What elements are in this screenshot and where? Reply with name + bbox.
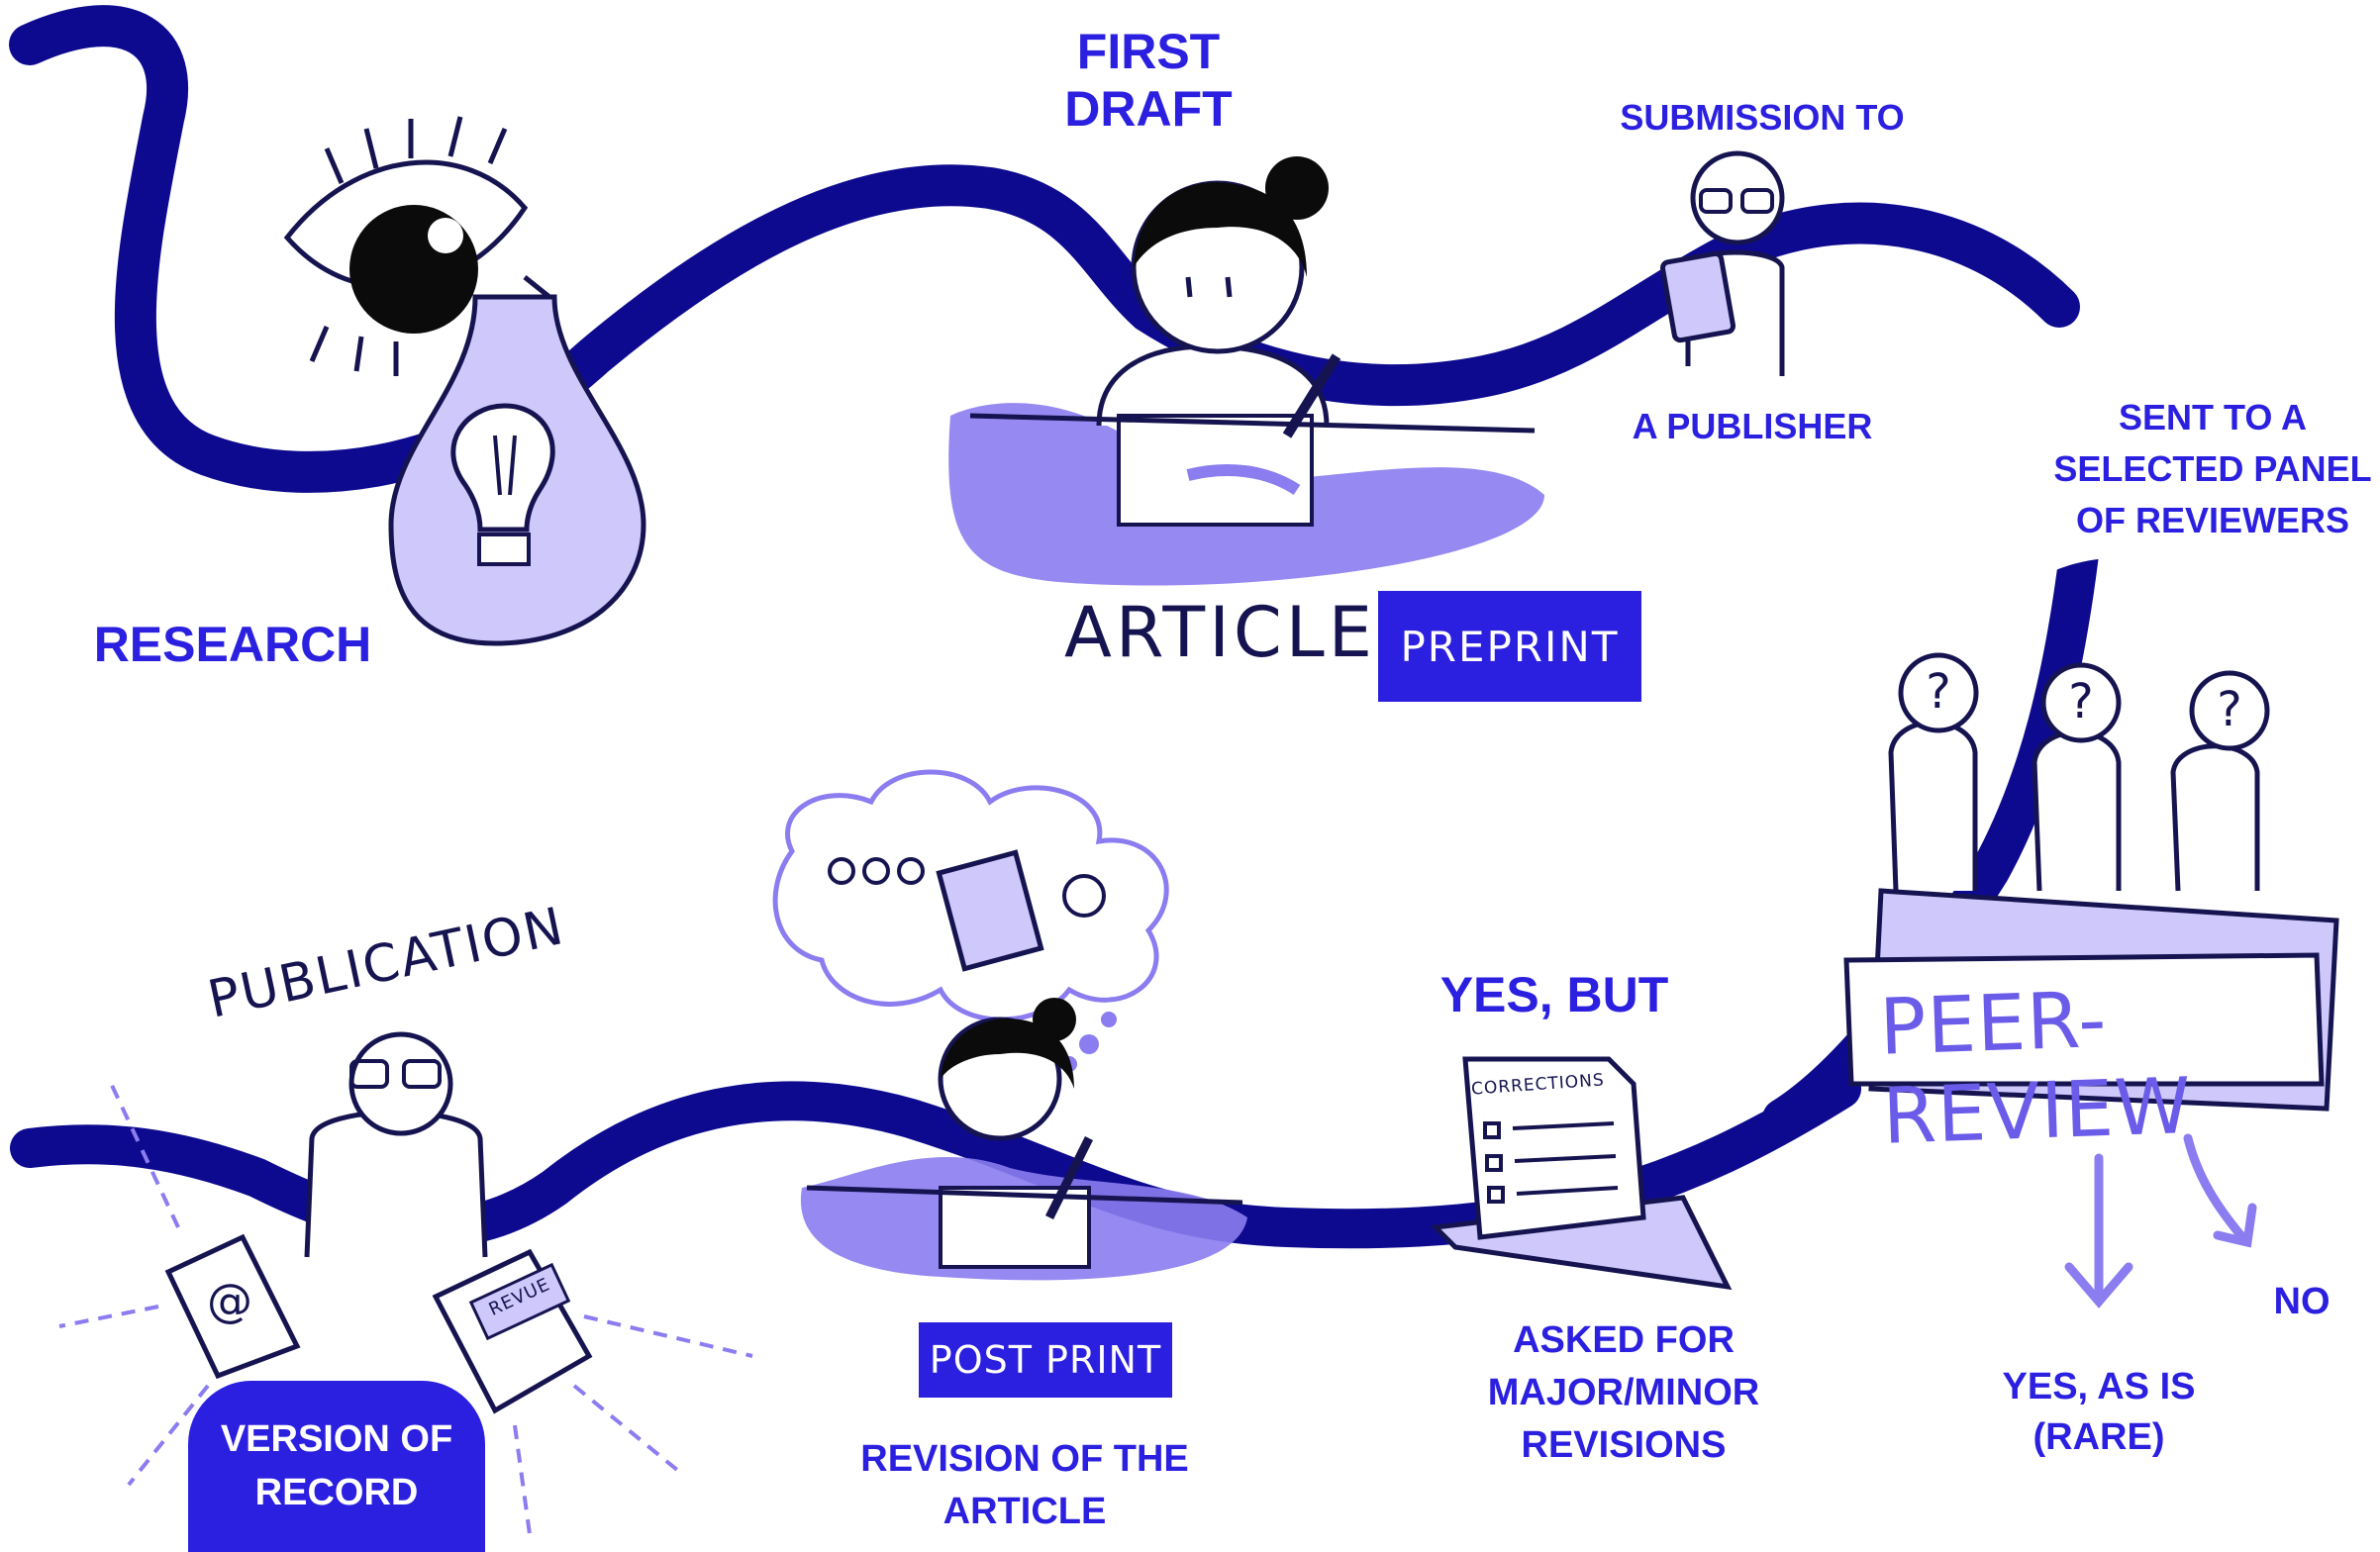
yes-but-label: YES, BUT xyxy=(1439,967,1669,1022)
post-print-chip: POST PRINT xyxy=(919,1322,1172,1398)
a-publisher-label: A PUBLISHER xyxy=(1632,406,1873,446)
arrow-no xyxy=(2183,1133,2257,1248)
asked-for-revisions-label: ASKED FOR MAJOR/MINOR REVISIONS xyxy=(1487,1319,1760,1467)
at-sign-icon: @ xyxy=(207,1274,252,1327)
speech-bubble xyxy=(2030,376,2380,584)
no-label: NO xyxy=(2273,1281,2330,1322)
question-mark-icon: ? xyxy=(2217,682,2241,737)
publisher-figure: @ xyxy=(164,1031,593,1414)
writer-revision-figure xyxy=(800,998,1247,1281)
submitter-figure xyxy=(1659,150,1785,376)
revision-of-article-label: REVISION OF THE ARTICLE xyxy=(860,1438,1189,1533)
corrections-document-icon xyxy=(1430,1056,1733,1291)
version-of-record-badge: VERSION OF RECORD xyxy=(188,1381,485,1552)
preprint-chip: PREPRINT xyxy=(1378,591,1641,702)
road-top xyxy=(9,5,2080,493)
submission-to-label: SUBMISSION TO xyxy=(1620,97,1905,138)
sent-to-panel-label: SENT TO A SELECTED PANEL OF REVIEWERS xyxy=(2053,397,2372,541)
article-handwritten: ARTICLE xyxy=(1064,592,1376,673)
peer-review-handwritten: PEER-REVIEW xyxy=(1878,975,2194,1162)
reviewers-group: ? ? ? xyxy=(1888,652,2270,892)
thought-cloud xyxy=(772,769,1169,1072)
distribution-rays xyxy=(58,1078,753,1535)
question-mark-icon: ? xyxy=(1926,664,1950,720)
eye-icon xyxy=(283,116,551,376)
yes-as-is-label: YES, AS IS (RARE) xyxy=(2002,1366,2196,1459)
research-label: RESEARCH xyxy=(93,617,372,672)
first-draft-label: FIRST DRAFT xyxy=(1064,24,1233,137)
peer-review-banner xyxy=(1843,888,2339,1112)
writer-first-draft-figure xyxy=(948,156,1544,586)
lightbulb-idea-icon xyxy=(388,294,646,646)
arrow-yes-as-is xyxy=(2064,1153,2133,1309)
question-mark-icon: ? xyxy=(2068,674,2093,729)
